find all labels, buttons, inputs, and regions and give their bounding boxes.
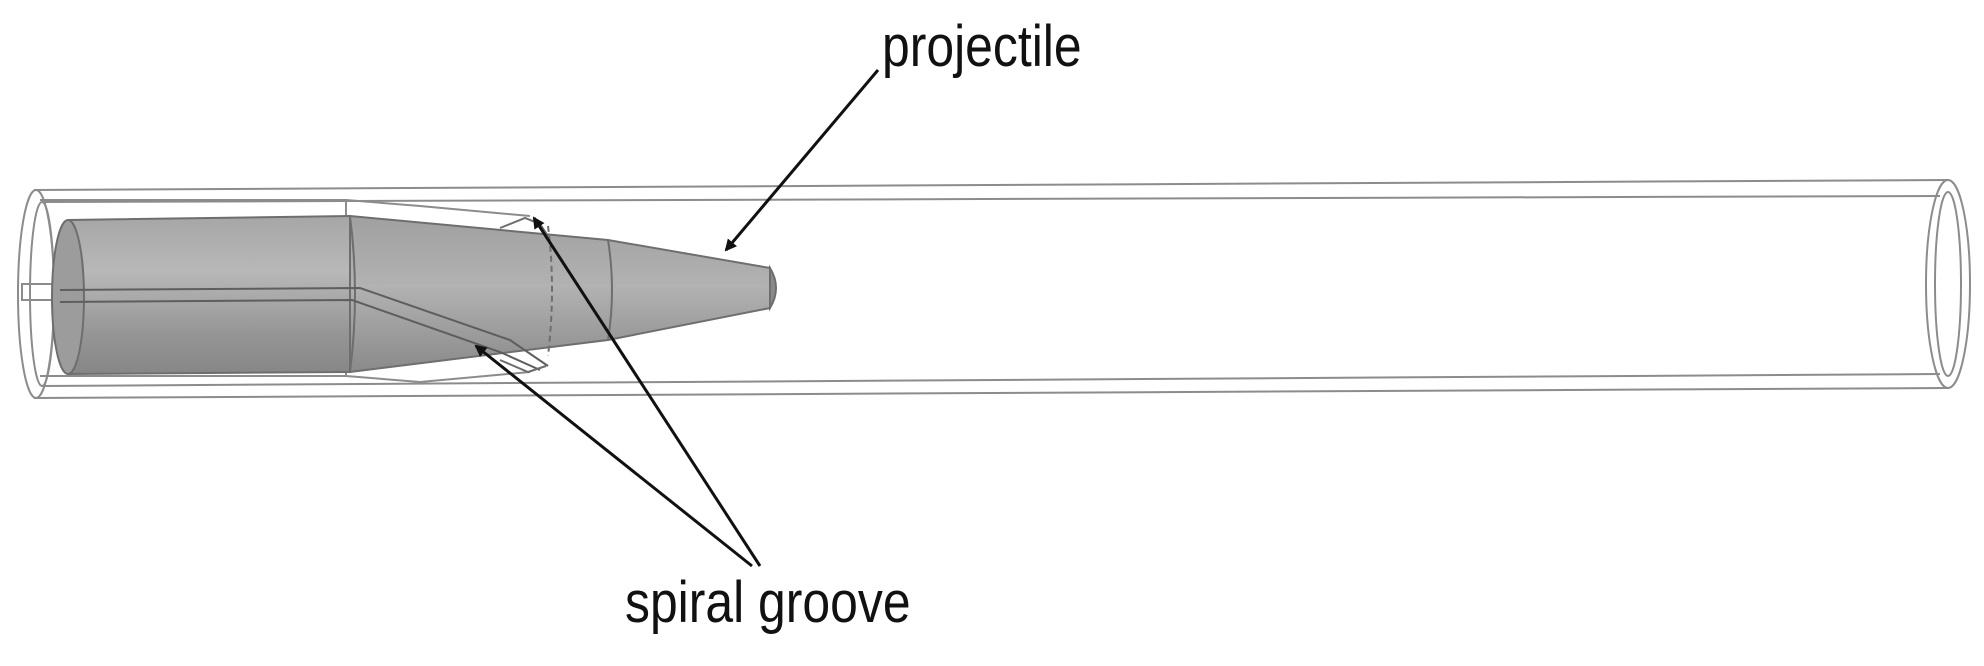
spiral-groove-bottom: [499, 359, 547, 374]
projectile-rear-body: [67, 214, 351, 376]
spiral-groove-line-2: [59, 298, 541, 371]
spiral-groove-arrow-top: [532, 216, 762, 567]
barrel-breech-inner: [29, 201, 55, 387]
projectile-ogive: [349, 214, 771, 374]
projectile-seam-3: [607, 239, 613, 341]
spiral-groove-arrow-bottom: [474, 344, 753, 568]
annotation-arrows: [474, 69, 880, 568]
projectile-tip: [769, 264, 777, 312]
barrel-top-edge: [33, 179, 1949, 191]
spiral-groove-label: spiral groove: [625, 570, 911, 635]
barrel-muzzle-inner: [1934, 191, 1962, 377]
projectile: [51, 214, 777, 376]
projectile-arrow: [724, 69, 880, 252]
projectile-base: [51, 219, 85, 375]
projectile-seam-1: [349, 215, 356, 373]
barrel-bottom-inner-edge: [41, 373, 1941, 387]
spiral-groove-line-1: [59, 286, 549, 367]
projectile-label: projectile: [882, 14, 1082, 79]
spiral-groove-top: [499, 216, 549, 237]
barrel-muzzle-outer: [1925, 179, 1971, 389]
barrel-bottom-edge: [33, 387, 1949, 399]
